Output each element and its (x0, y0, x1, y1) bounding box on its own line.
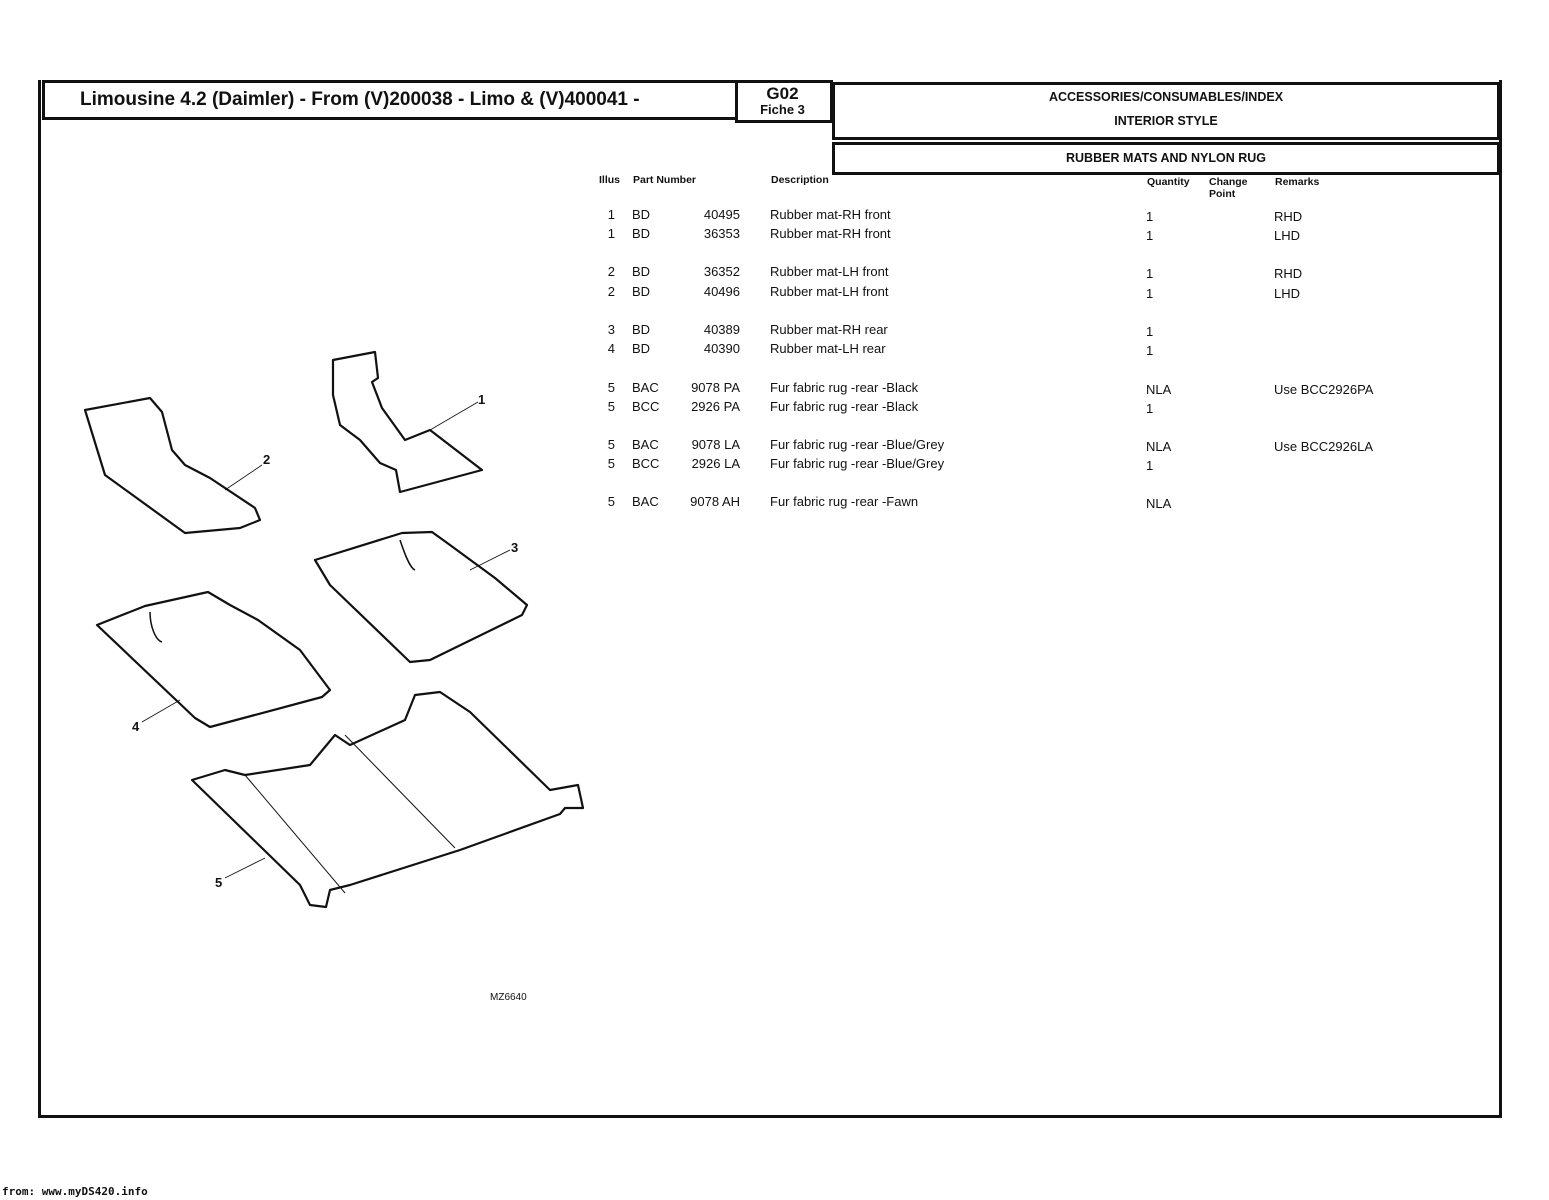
part-number: 2926 LA (691, 456, 740, 471)
mat-3-outline (313, 530, 529, 664)
part-quantity: NLA (1146, 439, 1172, 454)
col-change-point: Change Point (1209, 176, 1248, 200)
section-title: ACCESSORIES/CONSUMABLES/INDEX (1048, 90, 1284, 104)
source-footer: from: www.myDS420.info (2, 1185, 148, 1198)
part-prefix: BAC (632, 380, 659, 395)
fiche-number: Fiche 3 (760, 102, 805, 117)
page-frame (38, 80, 1502, 1118)
callout-5: 5 (215, 875, 222, 890)
part-number: 40496 (703, 284, 740, 299)
part-description: Fur fabric rug -rear -Blue/Grey (770, 456, 945, 471)
part-description: Rubber mat-LH front (770, 264, 889, 279)
part-remarks: Use BCC2926PA (1274, 382, 1374, 397)
part-description: Rubber mat-RH front (770, 207, 891, 222)
part-quantity: 1 (1146, 458, 1154, 473)
part-quantity: 1 (1146, 286, 1154, 301)
part-prefix: BAC (632, 437, 659, 452)
part-number: 9078 AH (690, 494, 740, 509)
part-description: Rubber mat-RH front (770, 226, 891, 241)
part-illus: 5 (607, 456, 615, 471)
part-quantity: 1 (1146, 401, 1154, 416)
part-number: 36352 (703, 264, 740, 279)
col-quantity: Quantity (1147, 176, 1190, 188)
part-quantity: 1 (1146, 266, 1154, 281)
part-quantity: 1 (1146, 343, 1154, 358)
col-description: Description (771, 174, 829, 186)
part-number: 40495 (703, 207, 740, 222)
part-description: Rubber mat-RH rear (770, 322, 888, 337)
part-number: 2926 PA (691, 399, 740, 414)
col-part-number: Part Number (633, 174, 697, 186)
part-illus: 3 (607, 322, 615, 337)
part-prefix: BD (632, 264, 651, 279)
part-quantity: NLA (1146, 382, 1172, 397)
part-illus: 5 (607, 437, 615, 452)
part-description: Fur fabric rug -rear -Black (770, 399, 919, 414)
part-description: Rubber mat-LH rear (770, 341, 886, 356)
mat-4-outline (95, 590, 332, 729)
mat-1-outline (331, 350, 484, 494)
mat-2-outline (83, 396, 262, 535)
part-remarks: LHD (1274, 228, 1301, 243)
page-title: Limousine 4.2 (Daimler) - From (V)200038… (42, 80, 738, 120)
part-number: 40390 (703, 341, 740, 356)
fiche-code: G02 Fiche 3 (735, 80, 833, 123)
part-quantity: NLA (1146, 496, 1172, 511)
part-remarks: RHD (1274, 209, 1303, 224)
part-description: Rubber mat-LH front (770, 284, 889, 299)
part-remarks: LHD (1274, 286, 1301, 301)
part-number: 36353 (703, 226, 740, 241)
rug-5-outline (190, 690, 585, 909)
part-illus: 5 (607, 399, 615, 414)
part-description: Fur fabric rug -rear -Fawn (770, 494, 919, 509)
part-remarks: Use BCC2926LA (1274, 439, 1373, 454)
part-quantity: 1 (1146, 228, 1154, 243)
part-prefix: BAC (632, 494, 659, 509)
part-illus: 5 (607, 494, 615, 509)
part-prefix: BD (632, 226, 651, 241)
part-number: 9078 PA (691, 380, 740, 395)
col-remarks: Remarks (1275, 176, 1320, 188)
callout-3: 3 (511, 540, 518, 555)
part-quantity: 1 (1146, 324, 1154, 339)
subsection-title: INTERIOR STYLE (1114, 114, 1218, 128)
callout-2: 2 (263, 452, 270, 467)
illustration-reference: MZ6640 (490, 992, 527, 1003)
part-prefix: BCC (632, 456, 660, 471)
part-prefix: BD (632, 341, 651, 356)
section-header: ACCESSORIES/CONSUMABLES/INDEX INTERIOR S… (832, 82, 1500, 140)
col-illus: Illus (599, 174, 621, 186)
part-illus: 1 (607, 226, 615, 241)
part-illus: 5 (607, 380, 615, 395)
part-quantity: 1 (1146, 209, 1154, 224)
callout-1: 1 (478, 392, 485, 407)
group-code: G02 (766, 84, 799, 103)
part-description: Fur fabric rug -rear -Blue/Grey (770, 437, 945, 452)
part-number: 40389 (703, 322, 740, 337)
part-illus: 2 (607, 284, 615, 299)
part-illus: 2 (607, 264, 615, 279)
part-illus: 1 (607, 207, 615, 222)
callout-4: 4 (132, 719, 140, 734)
part-prefix: BD (632, 207, 651, 222)
group-title: RUBBER MATS AND NYLON RUG (832, 142, 1500, 175)
part-remarks: RHD (1274, 266, 1303, 281)
part-prefix: BCC (632, 399, 660, 414)
part-prefix: BD (632, 322, 651, 337)
part-number: 9078 LA (691, 437, 740, 452)
part-prefix: BD (632, 284, 651, 299)
part-description: Fur fabric rug -rear -Black (770, 380, 919, 395)
part-illus: 4 (607, 341, 615, 356)
